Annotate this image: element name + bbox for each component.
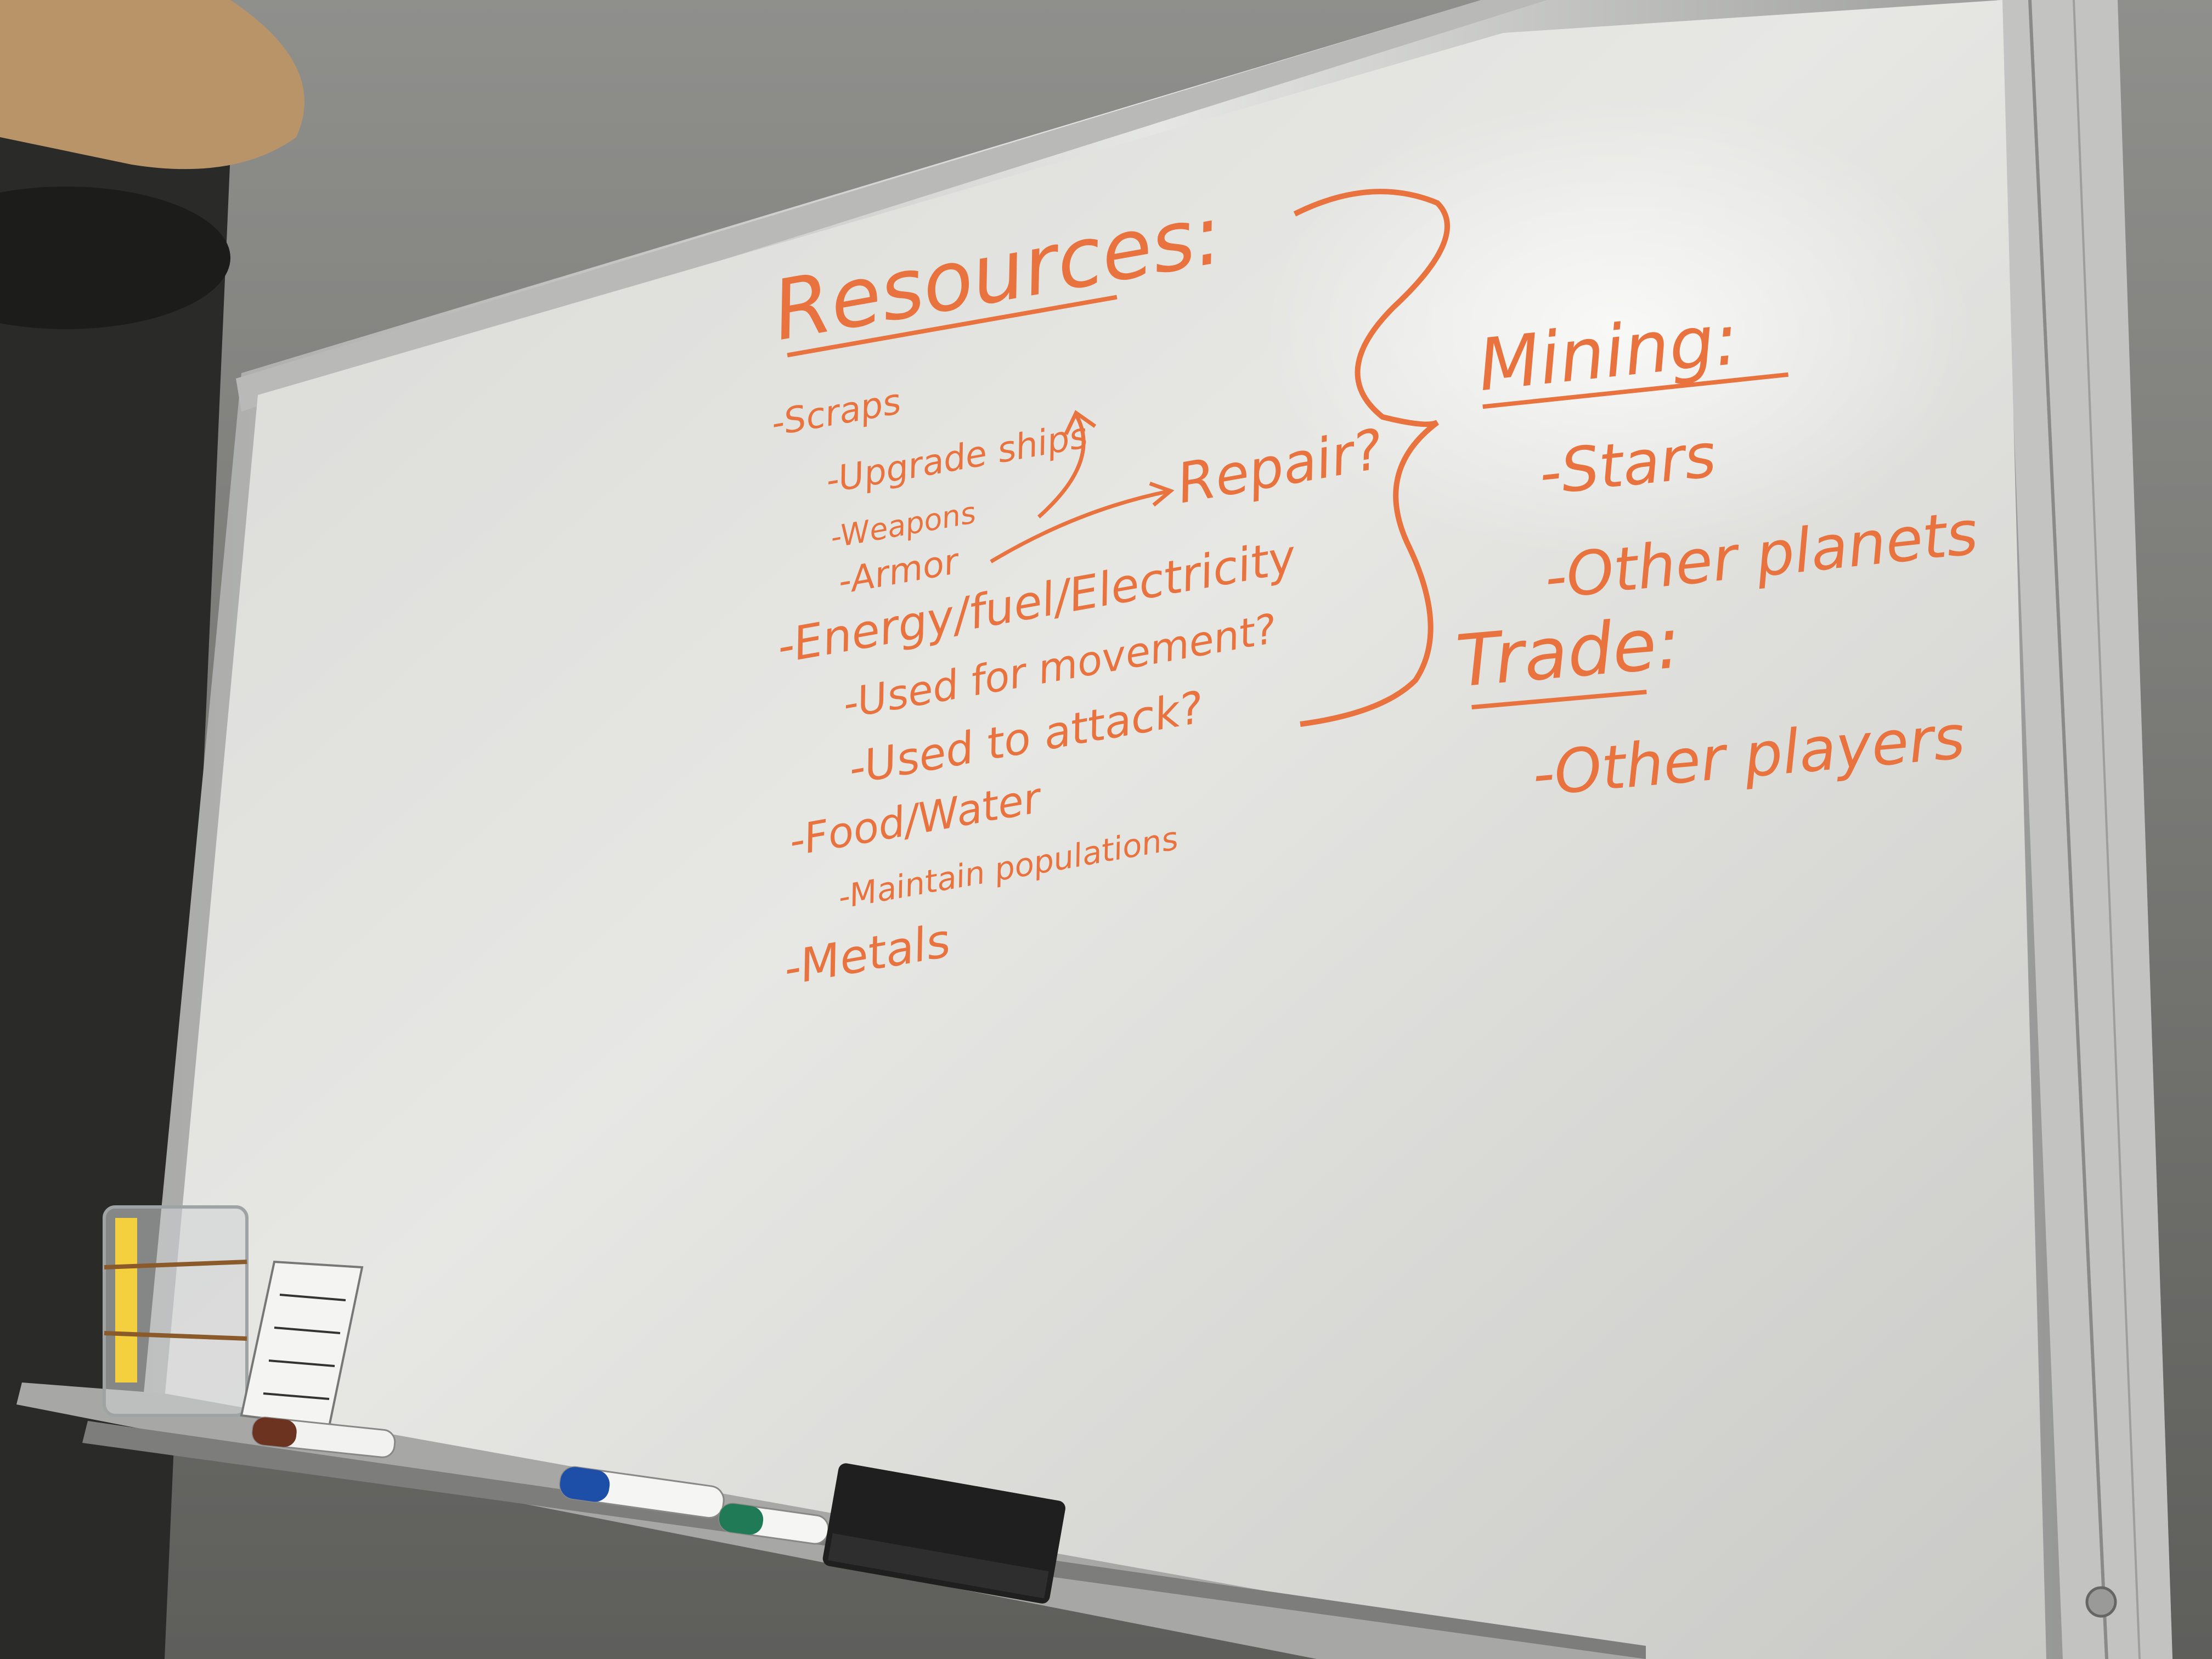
brown-marker-icon xyxy=(251,1417,396,1458)
green-marker-icon xyxy=(718,1503,830,1545)
blue-marker-icon xyxy=(559,1466,725,1519)
screw-icon xyxy=(2085,1586,2117,1618)
clear-holder-icon xyxy=(103,1205,249,1417)
glare xyxy=(1262,99,1975,560)
arrow-icon xyxy=(1149,481,1175,507)
frame-line xyxy=(2028,0,2108,1659)
cardboard-tube-icon xyxy=(0,0,304,170)
heading-underline xyxy=(1471,690,1647,710)
arrow-icon xyxy=(1064,410,1097,435)
arrow-icon xyxy=(990,489,1169,563)
right-frame xyxy=(1997,0,2172,1659)
arrow-icon xyxy=(1037,414,1086,518)
heading-underline xyxy=(787,295,1118,358)
heading-underline xyxy=(1482,372,1789,409)
eraser-icon xyxy=(822,1463,1065,1604)
frame-line xyxy=(2073,0,2141,1659)
lamp-shade-icon xyxy=(0,187,230,329)
brace-icon xyxy=(1293,189,1450,727)
trade-heading: Trade: xyxy=(1453,601,1684,703)
